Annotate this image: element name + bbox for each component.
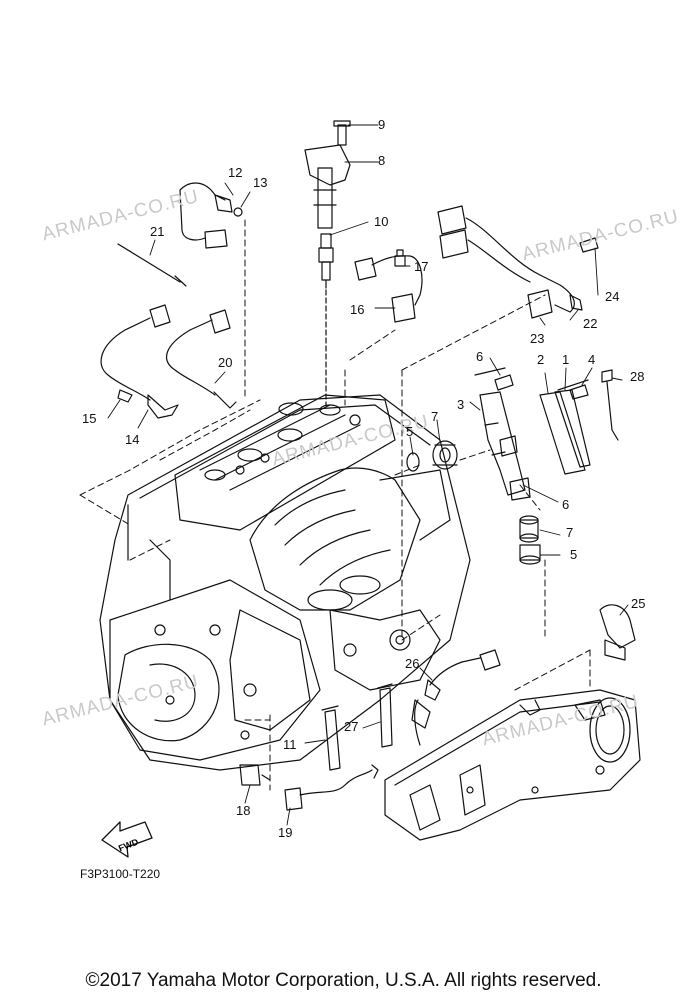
- callout-14: 14: [125, 432, 140, 447]
- copyright-notice: ©2017 Yamaha Motor Corporation, U.S.A. A…: [85, 970, 602, 991]
- callout-27: 27: [344, 719, 359, 734]
- callout-13: 13: [253, 175, 268, 190]
- clamp: [599, 604, 636, 661]
- reference-lines: [79, 219, 591, 791]
- callout-2: 2: [537, 352, 545, 367]
- exhaust-temp-sensor: [411, 649, 501, 746]
- callout-9: 9: [378, 117, 386, 132]
- diagram-code: F3P3100-T220: [80, 867, 161, 881]
- spark-plug: [318, 233, 334, 406]
- callout-24: 24: [605, 289, 620, 304]
- cam-position-sensor: [354, 249, 423, 323]
- callout-25: 25: [631, 596, 646, 611]
- fwd-arrow-label: FWD: [117, 836, 140, 853]
- callout-3: 3: [457, 397, 465, 412]
- callout-21: 21: [150, 224, 165, 239]
- callout-8: 8: [378, 153, 386, 168]
- callout-5: 5: [406, 424, 414, 439]
- callout-19: 19: [278, 825, 293, 840]
- callout-4: 4: [588, 352, 596, 367]
- callout-11: 11: [283, 737, 297, 752]
- callout-12: 12: [228, 165, 243, 180]
- wire-harness-right: [437, 205, 599, 319]
- grommets-collars: [406, 440, 541, 565]
- callout-7: 7: [431, 409, 439, 424]
- callout-5: 5: [570, 547, 578, 562]
- sensor-bracket: [474, 367, 619, 501]
- callout-10: 10: [374, 214, 389, 229]
- lower-sensors-ties: [239, 683, 393, 811]
- callout-1: 1: [562, 352, 570, 367]
- callout-22: 22: [583, 316, 598, 331]
- callout-16: 16: [350, 302, 365, 317]
- ignition-coil: [304, 120, 351, 229]
- callout-6: 6: [562, 497, 570, 512]
- o2-sensor-harness: [100, 182, 243, 419]
- callout-26: 26: [405, 656, 420, 671]
- callout-15: 15: [82, 411, 97, 426]
- callout-28: 28: [630, 369, 645, 384]
- leader-lines: [107, 124, 629, 826]
- callout-7: 7: [566, 525, 574, 540]
- callout-18: 18: [236, 803, 251, 818]
- engine-block: [99, 394, 471, 771]
- callout-6: 6: [476, 349, 484, 364]
- callout-23: 23: [530, 331, 545, 346]
- callout-20: 20: [218, 355, 233, 370]
- exhaust-manifold: [384, 689, 641, 841]
- callout-17: 17: [414, 259, 429, 274]
- fwd-arrow-icon: [101, 821, 153, 858]
